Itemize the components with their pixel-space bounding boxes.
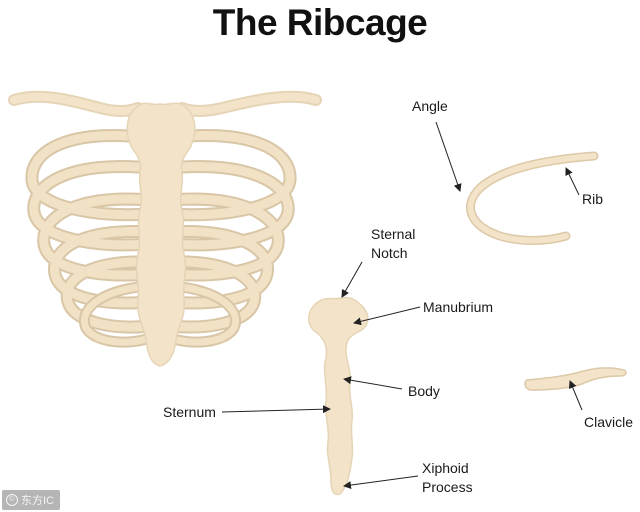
label-sternal-notch: Sternal Notch [371,225,415,263]
label-sternal-notch-line1: Sternal [371,226,416,242]
watermark-text: 东方IC [21,495,54,507]
clavicle-bone [524,367,627,391]
label-sternum: Sternum [163,404,216,420]
label-xiphoid-line1: Xiphoid [422,460,469,476]
label-body: Body [408,383,440,399]
ribcage-illustration [8,90,322,367]
label-angle: Angle [412,98,448,114]
rib-bone [466,151,599,245]
label-sternal-notch-line2: Notch [371,245,408,261]
sternum-bone [308,296,369,496]
label-rib: Rib [582,191,604,207]
label-xiphoid-line2: Process [422,479,473,495]
diagram-title: The Ribcage [212,2,428,43]
label-xiphoid-process: Xiphoid Process [422,459,473,497]
label-manubrium: Manubrium [423,299,494,315]
copyright-icon: © [6,494,18,506]
pointer-lines [221,121,583,490]
watermark: © 东方IC [2,490,60,510]
label-clavicle: Clavicle [584,414,634,430]
